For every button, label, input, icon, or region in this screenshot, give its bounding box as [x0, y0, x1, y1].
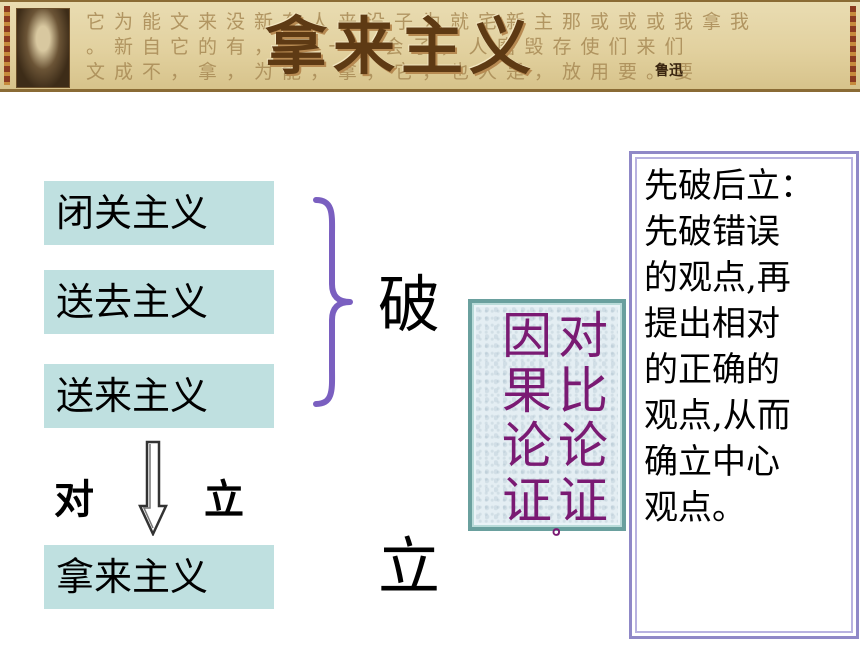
banner-bg-line: 。新自它的有，，不一。会子，人磨毁存使们来们: [86, 36, 693, 58]
banner-right-edge: [850, 6, 856, 85]
term-send-out: 送去主义: [44, 270, 274, 334]
textured-background: [476, 307, 618, 523]
break-label: 破: [378, 268, 441, 341]
banner-signature: 鲁迅: [655, 63, 683, 79]
establish-label: 立: [378, 530, 441, 603]
explanation-line: 提出相对: [644, 304, 780, 344]
opposition-right-char: 立: [204, 476, 244, 523]
vertical-char: 论: [502, 417, 552, 475]
right-brace-icon: [313, 197, 353, 407]
term-grabbing: 拿来主义: [44, 545, 274, 609]
opposition-left-char: 对: [54, 476, 94, 523]
vertical-char: 证: [558, 472, 608, 530]
explanation-line: 的观点,再: [644, 258, 791, 298]
title-banner: 它为能文来没新有人来没子为就宅新主那或或或我拿我 。新自它的有，，不一。会子，人…: [0, 0, 860, 92]
explanation-line: 观点。: [644, 488, 746, 528]
vertical-char: 证: [502, 472, 552, 530]
period-mark: 。: [552, 515, 575, 540]
banner-background-text: 它为能文来没新有人来没子为就宅新主那或或或我拿我 。新自它的有，，不一。会子，人…: [86, 10, 846, 85]
explanation-line: 确立中心: [644, 442, 780, 482]
down-arrow-icon: [138, 440, 168, 536]
banner-title: 拿来主义: [265, 10, 538, 83]
explanation-line: 观点,从而: [644, 396, 791, 436]
banner-bg-line: 文成不，拿，为能，拿，它，也人是，放用要。要: [86, 61, 703, 83]
author-portrait: [16, 8, 70, 88]
explanation-line: 先破后立：: [644, 166, 814, 206]
argument-methods-box: 因 果 论 证 对 比 论 证 。: [468, 299, 626, 540]
banner-bg-line: 它为能文来没新有人来没子为就宅新主那或或或我拿我: [86, 11, 759, 33]
explanation-line: 先破错误: [644, 212, 780, 252]
explanation-line: 的正确的: [644, 350, 780, 390]
vertical-char: 论: [558, 417, 608, 475]
term-closed-door: 闭关主义: [44, 181, 274, 245]
explanation-text: 先破后立： 先破错误 的观点,再 提出相对 的正确的 观点,从而 确立中心 观点…: [644, 163, 848, 531]
banner-left-edge: [4, 6, 10, 85]
contrast-argument-column: 对 比 论 证: [554, 309, 612, 529]
cause-effect-argument-column: 因 果 论 证: [498, 309, 556, 529]
term-send-in: 送来主义: [44, 364, 274, 428]
vertical-char: 因: [502, 307, 552, 365]
vertical-char: 对: [558, 307, 608, 365]
explanation-box: 先破后立： 先破错误 的观点,再 提出相对 的正确的 观点,从而 确立中心 观点…: [629, 151, 859, 639]
vertical-char: 比: [558, 362, 608, 420]
vertical-char: 果: [502, 362, 552, 420]
